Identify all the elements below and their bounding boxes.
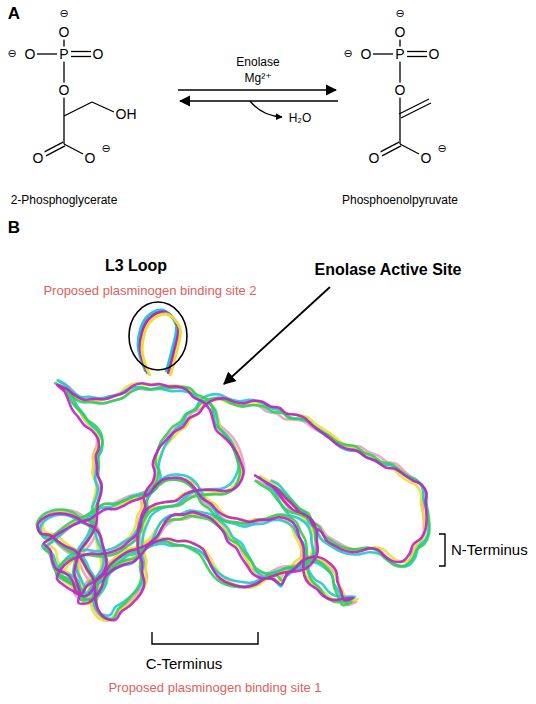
bond-line [382,146,401,156]
bond-line [92,102,114,112]
terminus-label: C-Terminus [145,656,224,672]
bond-line [64,102,92,116]
bond-line [44,142,63,152]
reverse-arrow [180,100,338,102]
ribbon-trace [37,383,430,619]
phosphorus-atom: P [394,47,405,62]
oxygen-atom: O [32,151,45,166]
n-terminus-bracket [439,534,445,566]
molecule-name: Phosphoenolpyruvate [341,194,459,207]
region-label: L3 Loop [104,258,168,275]
panel-letter: A [7,5,21,23]
l3-loop-trace [142,314,181,376]
enzyme-name: Enolase [235,56,280,69]
bond-line [46,146,65,156]
oxygen-atom: OH [115,107,138,122]
active-site-arrow [224,287,330,384]
oxygen-atom: O [360,47,373,62]
bond-line [63,97,64,116]
bond-line [71,51,91,52]
cofactor-label: Mg²⁺ [244,72,273,85]
oxygen-atom: O [24,47,37,62]
protein-ribbons [37,310,430,621]
water-release-arrow [250,101,282,117]
bond-line [399,116,400,144]
l3-loop-circle [129,302,187,370]
charge-symbol: ⊖ [342,48,353,60]
reaction-arrows [178,90,338,117]
charge-symbol: ⊖ [436,143,447,155]
oxygen-atom: O [420,151,433,166]
binding-site-label: Proposed plasminogen binding site 1 [107,681,322,695]
oxygen-atom: O [84,151,97,166]
charge-symbol: ⊖ [6,48,17,60]
charge-symbol: ⊖ [100,143,111,155]
bond-line [64,144,83,154]
phosphorus-atom: P [58,47,69,62]
oxygen-atom: O [368,151,381,166]
c-terminus-bracket [152,632,258,644]
binding-site-label: Proposed plasminogen binding site 2 [42,284,257,298]
terminus-label: N-Terminus [450,542,529,558]
bond-line [71,56,91,57]
bond-line [400,144,419,154]
bond-line [63,116,64,144]
oxygen-atom: O [394,25,407,40]
molecule-name: 2-Phosphoglycerate [10,194,119,207]
bond-line [399,61,400,83]
bond-line [380,142,399,152]
ribbon-trace [38,383,427,620]
chemical-bonds [37,39,431,156]
bond-line [373,53,393,54]
oxygen-atom: O [428,47,441,62]
bond-line [407,56,427,57]
bond-line [407,51,427,52]
oxygen-atom: O [58,83,71,98]
oxygen-atom: O [394,83,407,98]
bond-line [63,61,64,83]
forward-arrow [178,89,336,91]
water-label: H₂O [288,112,313,125]
oxygen-atom: O [92,47,105,62]
bond-line [37,53,57,54]
oxygen-atom: O [58,25,71,40]
charge-symbol: ⊖ [58,8,69,20]
charge-symbol: ⊖ [394,8,405,20]
bond-line [399,99,429,114]
active-site-label: Enolase Active Site [313,262,462,279]
panel-letter: B [7,219,21,237]
